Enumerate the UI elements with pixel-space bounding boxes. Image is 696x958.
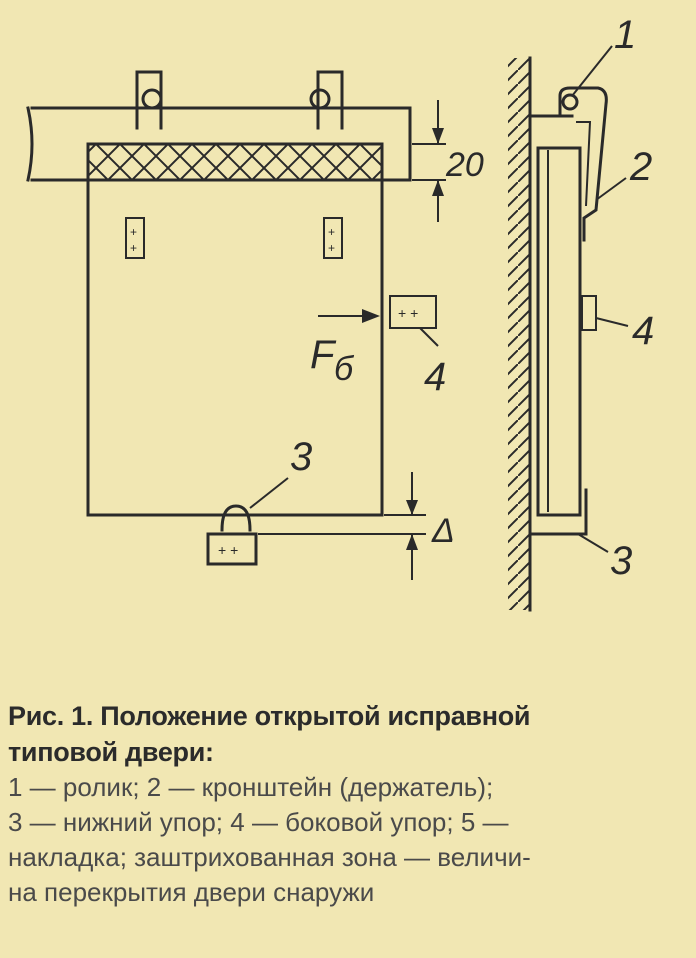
bracket-side: 1 2 (558, 13, 652, 242)
caption-title-line-2: типовой двери: (8, 737, 214, 767)
label-3-front: 3 (290, 435, 312, 479)
svg-text:+: + (130, 225, 137, 239)
door-diagram: + + + + 20 + + 4 F б + + 3 (26, 13, 654, 612)
dimension-delta: Δ (258, 472, 455, 580)
dim-delta-label: Δ (431, 512, 455, 550)
svg-text:+ +: + + (218, 542, 238, 558)
label-4-front: 4 (424, 355, 446, 399)
caption-body-line-4: на перекрытия двери снаружи (8, 877, 375, 907)
force-arrow: F б (310, 309, 380, 388)
caption-title-line-1: Рис. 1. Положение открытой исправной (8, 701, 531, 731)
label-1: 1 (614, 13, 636, 57)
force-subscript: б (334, 350, 355, 388)
figure-caption: Рис. 1. Положение открытой исправной тип… (8, 698, 688, 910)
svg-text:+: + (328, 241, 335, 255)
label-2: 2 (629, 145, 652, 189)
dim-20-label: 20 (445, 146, 484, 184)
door-side-profile (528, 114, 582, 517)
svg-text:+ +: + + (398, 305, 418, 321)
caption-body-line-3: накладка; заштрихованная зона — величи- (8, 842, 531, 872)
side-stop-front: + + 4 (389, 295, 446, 399)
hatched-overlap-zone (86, 142, 384, 182)
dimension-20: 20 (412, 100, 484, 222)
bottom-stop-front: + + 3 (206, 435, 312, 566)
label-4-side: 4 (632, 309, 654, 353)
roller-left (135, 70, 163, 130)
force-symbol: F (310, 333, 337, 377)
bracket-plate-right: + + (323, 217, 343, 259)
label-3-side: 3 (610, 539, 632, 583)
wall (508, 56, 532, 612)
bottom-stop-side: 3 (528, 488, 632, 583)
roller-right (309, 70, 344, 130)
side-stop-side: 4 (581, 295, 654, 353)
svg-text:+: + (130, 241, 137, 255)
caption-body-line-2: 3 — нижний упор; 4 — боковой упор; 5 — (8, 807, 509, 837)
svg-text:+: + (328, 225, 335, 239)
bracket-plate-left: + + (125, 217, 145, 259)
caption-body-line-1: 1 — ролик; 2 — кронштейн (держатель); (8, 772, 494, 802)
